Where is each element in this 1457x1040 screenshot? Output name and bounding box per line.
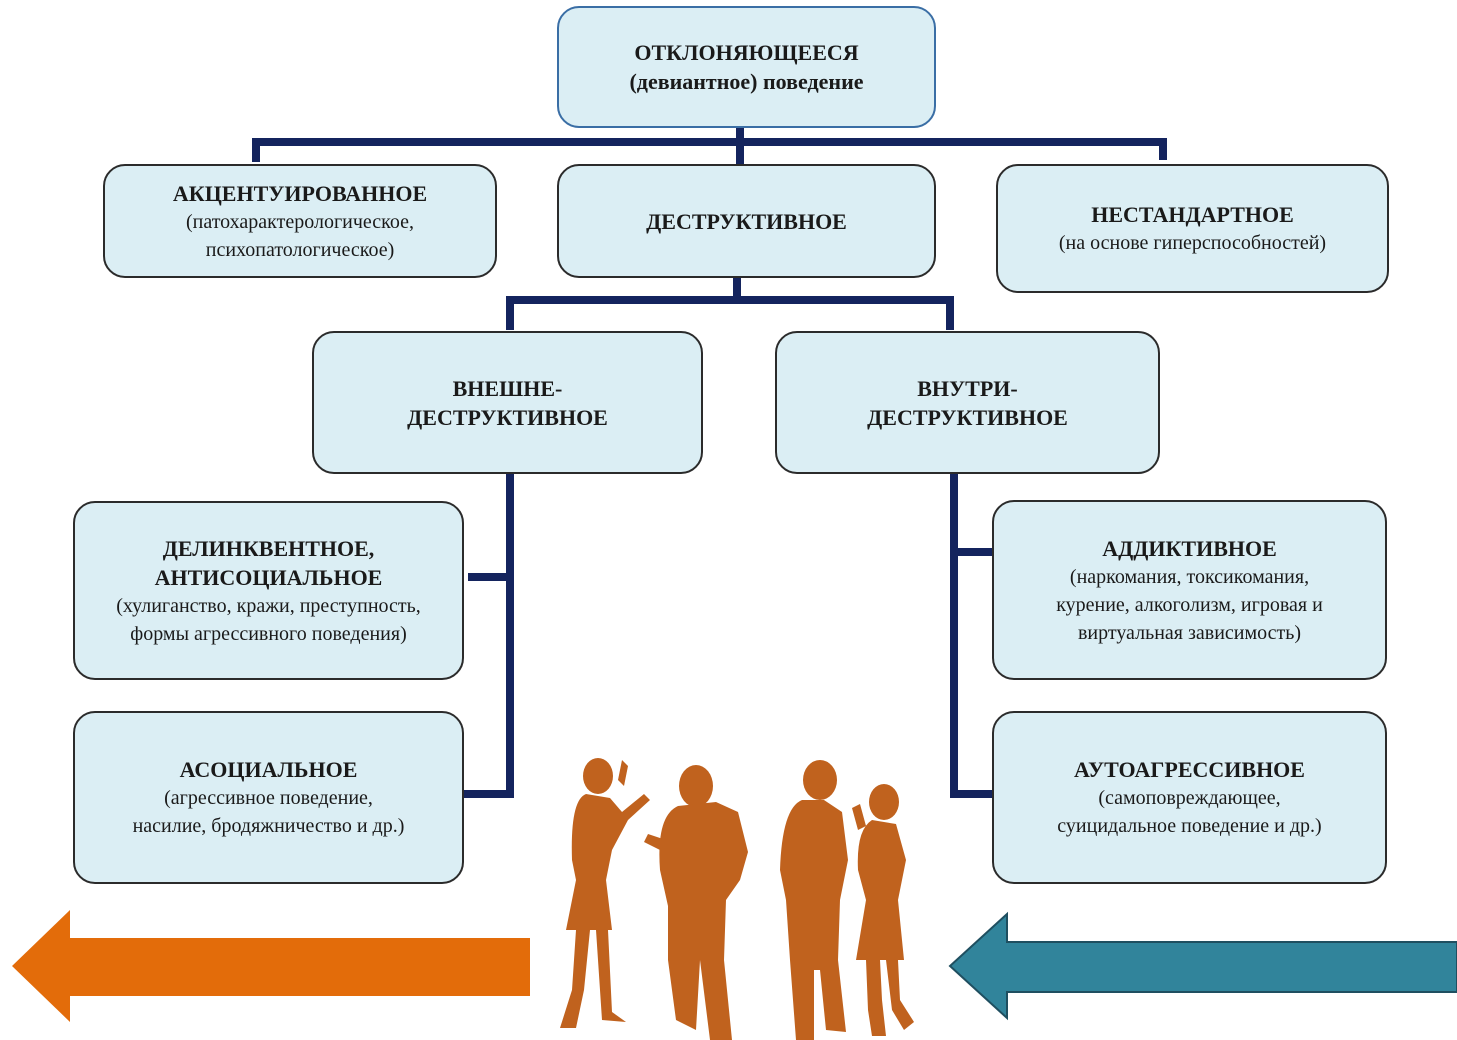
node-destructive: ДЕСТРУКТИВНОЕ <box>557 164 936 278</box>
node-asocial: АСОЦИАЛЬНОЕ (агрессивное поведение, наси… <box>73 711 464 884</box>
connector-internal-branch <box>950 474 993 798</box>
node-delinquent-desc-1: (хулиганство, кражи, преступность, <box>116 594 421 617</box>
node-addictive-desc-2: курение, алкоголизм, игровая и <box>1056 593 1323 616</box>
node-autoaggressive-desc-2: суицидальное поведение и др.) <box>1057 815 1322 837</box>
node-external-line-1: ВНЕШНЕ- <box>452 375 563 401</box>
node-autoaggressive-desc-1: (самоповреждающее, <box>1098 787 1281 809</box>
node-nonstandard-desc: (на основе гиперспособностей) <box>1058 232 1327 254</box>
left-arrow-icon <box>12 910 530 1022</box>
root-subtitle: (девиантное) поведение <box>629 69 864 94</box>
node-asocial-title: АСОЦИАЛЬНОЕ <box>179 757 358 782</box>
node-addictive-desc-3: виртуальная зависимость) <box>1077 621 1302 644</box>
node-accentuated-desc-2: психопатологическое) <box>205 238 395 261</box>
node-delinquent-desc-2: формы агрессивного поведения) <box>130 622 407 645</box>
node-autoaggressive-title: АУТОАГРЕССИВНОЕ <box>1074 757 1305 782</box>
node-delinquent: ДЕЛИНКВЕНТНОЕ, АНТИСОЦИАЛЬНОЕ (хулиганст… <box>73 501 464 680</box>
node-destructive-title: ДЕСТРУКТИВНОЕ <box>646 208 847 234</box>
node-internal-line-2: ДЕСТРУКТИВНОЕ <box>867 404 1068 430</box>
right-arrow-icon <box>948 911 1457 1021</box>
node-addictive-desc-1: (наркомания, токсикомания, <box>1069 565 1310 588</box>
node-asocial-desc-1: (агрессивное поведение, <box>164 787 373 809</box>
people-silhouette-icon <box>560 758 914 1040</box>
node-external-destructive: ВНЕШНЕ- ДЕСТРУКТИВНОЕ <box>312 331 703 474</box>
node-accentuated-title: АКЦЕНТУИРОВАННОЕ <box>172 180 428 206</box>
node-external-line-2: ДЕСТРУКТИВНОЕ <box>407 404 608 430</box>
node-nonstandard-title: НЕСТАНДАРТНОЕ <box>1091 202 1294 227</box>
connector-root-level1 <box>252 128 1167 164</box>
node-autoaggressive: АУТОАГРЕССИВНОЕ (самоповреждающее, суици… <box>992 711 1387 884</box>
root-node-deviant-behavior: ОТКЛОНЯЮЩЕЕСЯ (девиантное) поведение <box>557 6 936 128</box>
node-internal-destructive: ВНУТРИ- ДЕСТРУКТИВНОЕ <box>775 331 1160 474</box>
node-internal-line-1: ВНУТРИ- <box>917 375 1018 401</box>
node-delinquent-line-2: АНТИСОЦИАЛЬНОЕ <box>154 564 383 590</box>
node-addictive: АДДИКТИВНОЕ (наркомания, токсикомания, к… <box>992 500 1387 680</box>
node-nonstandard: НЕСТАНДАРТНОЕ (на основе гиперспособност… <box>996 164 1389 293</box>
connector-destructive-level2 <box>506 278 954 330</box>
node-delinquent-line-1: ДЕЛИНКВЕНТНОЕ, <box>162 535 375 561</box>
node-addictive-title: АДДИКТИВНОЕ <box>1102 535 1277 561</box>
node-accentuated-desc-1: (патохарактерологическое, <box>185 210 415 233</box>
root-title: ОТКЛОНЯЮЩЕЕСЯ <box>634 40 859 65</box>
node-asocial-desc-2: насилие, бродяжничество и др.) <box>132 815 405 837</box>
node-accentuated: АКЦЕНТУИРОВАННОЕ (патохарактерологическо… <box>103 164 497 278</box>
connector-external-branch <box>462 474 514 798</box>
